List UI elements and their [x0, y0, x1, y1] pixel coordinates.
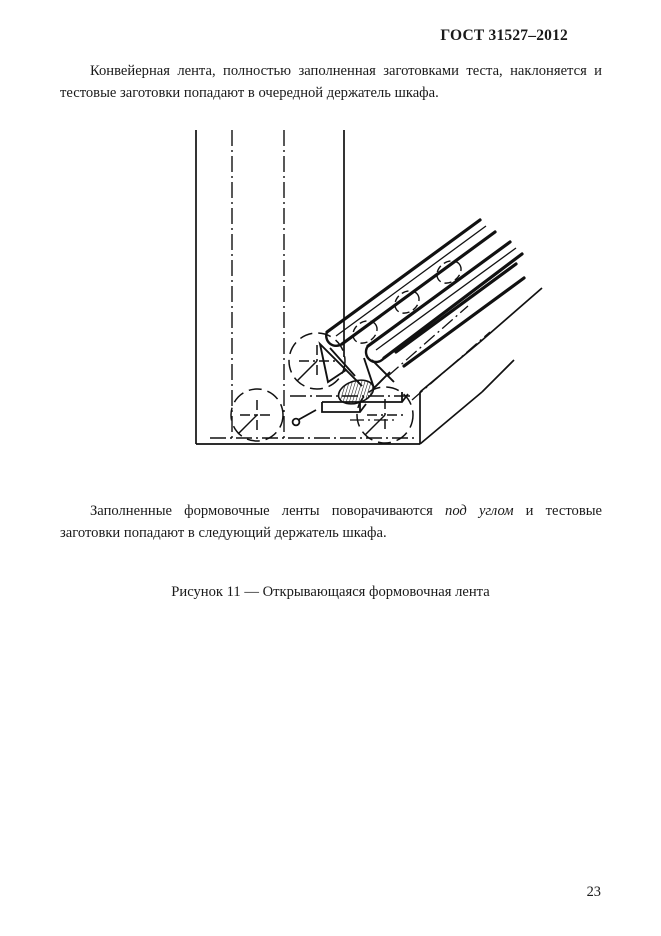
dough-blob — [337, 379, 375, 405]
paragraph-segment-1: Заполненные формовочные ленты поворачива… — [90, 503, 446, 519]
roller-top — [288, 332, 346, 390]
forming-trough-rails — [325, 218, 526, 368]
paragraph-segment-2: и тестовые заготовки попадают в следующи… — [60, 503, 602, 541]
linkage-arm — [291, 392, 409, 427]
figure-caption-text: Рисунок 11 — Открывающаяся формовочная л… — [171, 584, 490, 600]
roller-bottom-left — [230, 388, 284, 442]
figure-drawing — [150, 120, 570, 460]
page-number: 23 — [586, 884, 601, 900]
roller-bottom-right — [356, 386, 414, 444]
figure-11: Рисунок 11 — Открывающаяся формовочная л… — [0, 120, 661, 600]
paragraph-emphasis: под углом — [445, 503, 514, 519]
machine-frame-outline — [195, 130, 420, 445]
conveyor-belt-diagram — [195, 130, 543, 445]
paragraph-text: Конвейерная лента, полностью заполненная… — [60, 63, 602, 101]
dough-pieces — [352, 260, 462, 344]
figure-caption: Рисунок 11 — Открывающаяся формовочная л… — [0, 582, 661, 602]
paragraph-text: Заполненные формовочные ленты поворачива… — [60, 500, 602, 544]
paragraph-after-figure: Заполненные формовочные ленты поворачива… — [60, 500, 602, 544]
trough-inner-lines — [335, 225, 517, 351]
standard-designation-header: ГОСТ 31527–2012 — [440, 27, 568, 44]
centre-lines — [231, 130, 285, 440]
paragraph-before-figure: Конвейерная лента, полностью заполненная… — [60, 60, 602, 104]
trough-end-caps — [325, 331, 385, 364]
isometric-guide-lines — [350, 305, 491, 421]
